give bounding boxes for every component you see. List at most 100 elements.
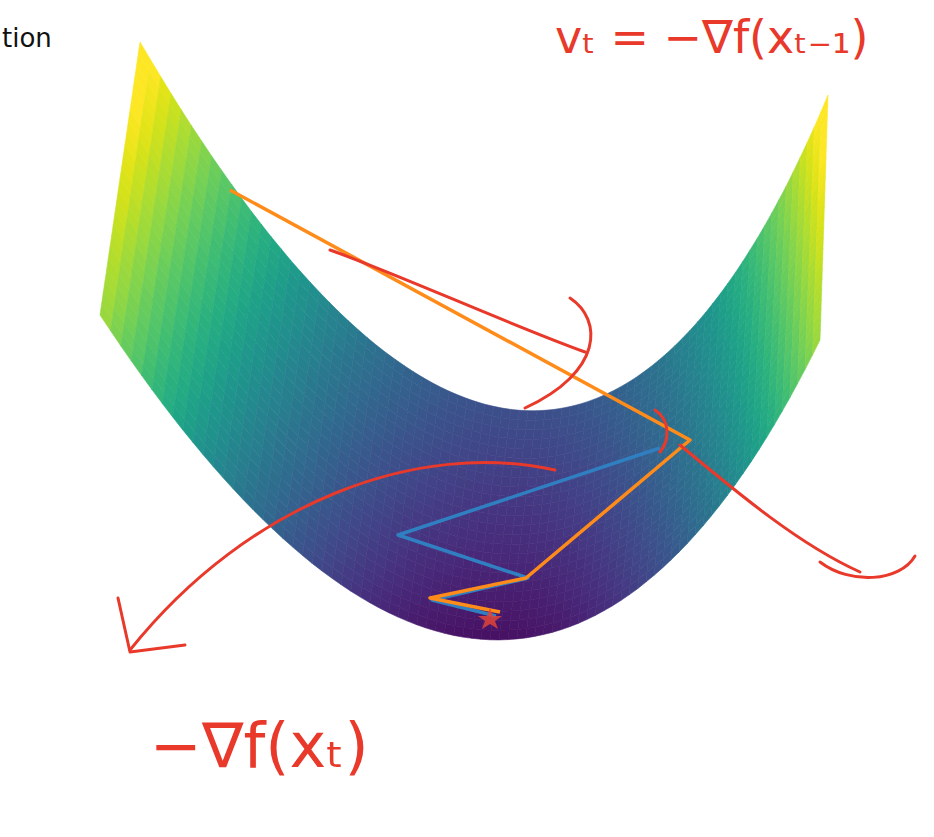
surface-cell <box>510 477 520 487</box>
surface-cell <box>790 374 798 398</box>
surface-cell <box>500 621 510 631</box>
surface-cell <box>539 448 549 458</box>
surface-cell <box>508 629 518 639</box>
surface-cell <box>743 452 752 474</box>
surface-cell <box>283 528 294 547</box>
gradient-formula: −∇f(xₜ) <box>150 712 369 780</box>
ink-stroke <box>130 463 555 651</box>
surface-cell <box>518 478 528 488</box>
surface-cell <box>504 525 514 535</box>
surface-cell <box>486 523 496 534</box>
surface-cell <box>515 439 525 449</box>
surface-cell <box>621 585 630 600</box>
surface-cell <box>578 610 588 623</box>
surface-cell <box>524 430 534 440</box>
surface-cell <box>472 629 482 640</box>
blue-path <box>398 448 660 616</box>
surface-cell <box>507 429 517 439</box>
orange-path <box>230 190 690 612</box>
surface-cell <box>526 552 536 563</box>
surface-cell <box>379 598 390 613</box>
surface-cell <box>532 505 542 515</box>
surface-cell <box>303 545 314 563</box>
surface-cell <box>501 408 511 419</box>
surface-cell <box>489 572 499 582</box>
surface-cell <box>561 617 571 630</box>
surface-cell <box>502 467 512 477</box>
surface-cell <box>341 575 352 591</box>
surface-cell <box>518 553 528 563</box>
surface-cell <box>389 603 400 617</box>
surface-cell <box>121 335 133 361</box>
surface-cell <box>499 630 509 640</box>
surface-cell <box>695 516 704 535</box>
surface-cell <box>491 553 501 563</box>
surface-cell <box>506 438 516 448</box>
handwritten-strokes <box>118 250 915 652</box>
surface-cell <box>312 553 323 571</box>
surface-cell <box>482 483 492 494</box>
ink-stroke <box>330 250 585 352</box>
surface-cell <box>501 476 511 486</box>
surface-cell <box>612 591 621 606</box>
surface-cell <box>498 427 508 438</box>
surface-cell <box>535 410 545 420</box>
surface-cell <box>629 579 638 595</box>
surface-cell <box>100 304 112 331</box>
surface-cell <box>520 534 530 544</box>
surface-cell <box>370 593 381 608</box>
surface-cell <box>604 596 614 610</box>
surface-cell <box>646 566 655 582</box>
surface-cell <box>552 620 562 632</box>
surface-cell <box>481 630 491 640</box>
surface-cell <box>531 514 541 524</box>
cut-off-word: tion <box>2 24 52 53</box>
surface-cell <box>515 506 525 516</box>
surface-cell <box>514 582 524 592</box>
surface-cell <box>595 601 605 615</box>
surface-cell <box>492 544 502 554</box>
surface-cell <box>542 494 552 505</box>
surface-cell <box>751 440 759 462</box>
surface-cell <box>510 610 520 620</box>
surface-cell <box>508 419 518 429</box>
surface-cell <box>735 464 744 485</box>
surface-cell <box>512 601 522 611</box>
ink-arrowhead <box>118 598 185 652</box>
surface-cell <box>223 467 235 489</box>
surface-cell <box>482 552 492 563</box>
surface-cell <box>243 489 255 510</box>
surface-cell <box>774 402 782 425</box>
surface-cell <box>501 544 511 554</box>
surface-cell <box>518 619 528 630</box>
surface-cell <box>510 409 520 419</box>
surface-cell <box>487 445 497 456</box>
surface-cell <box>523 581 533 592</box>
surface-cell <box>679 534 688 552</box>
surface-cell <box>526 627 536 638</box>
surface-cell <box>505 515 515 525</box>
surface-cell <box>512 525 522 535</box>
surface-cell <box>797 360 805 384</box>
surface-cell <box>142 365 154 390</box>
surface-cell <box>485 464 495 475</box>
surface-cell <box>517 420 527 430</box>
surface-cell <box>638 573 647 589</box>
surface-cell <box>703 506 712 525</box>
surface-cell <box>511 535 521 545</box>
velocity-formula: vₜ = −∇f(xₜ₋₁) <box>555 12 869 63</box>
surface-cell <box>173 406 185 430</box>
surface-cell <box>471 570 481 581</box>
surface-cell <box>477 590 487 601</box>
surface-cell <box>464 618 474 629</box>
surface-cell <box>519 544 529 554</box>
surface-cell <box>490 630 500 640</box>
surface-cell <box>476 531 486 542</box>
surface-cell <box>547 456 557 467</box>
surface-cell <box>671 543 680 561</box>
minimum-star <box>478 608 502 629</box>
surface-cell <box>497 437 507 448</box>
surface-cell <box>478 512 488 523</box>
surface-cell <box>506 506 516 516</box>
